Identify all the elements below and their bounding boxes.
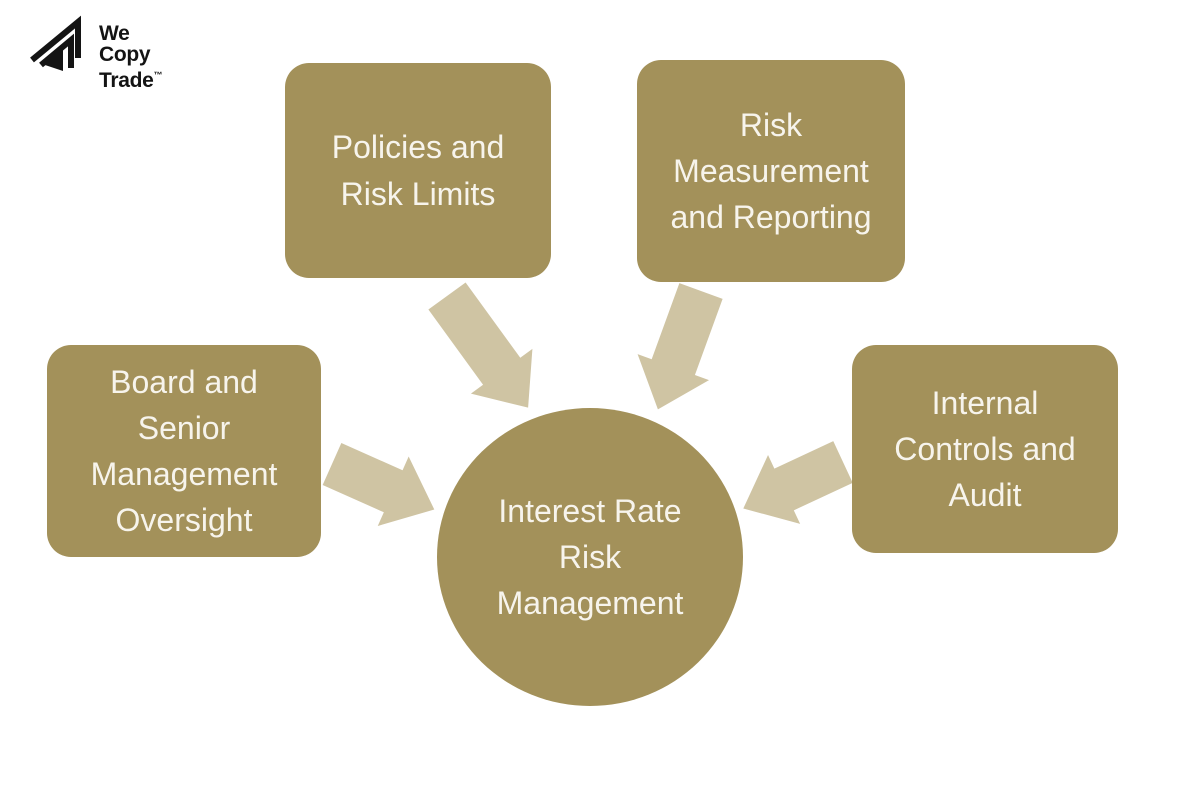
logo-word-trade: Trade™ — [99, 69, 163, 92]
logo-word-copy: Copy — [99, 43, 151, 66]
arrow-measurement-to-center — [637, 283, 723, 410]
node-internal-controls-and-audit: Internal Controls and Audit — [852, 345, 1118, 553]
node-label: Board and Senior Management Oversight — [90, 363, 278, 539]
node-board-and-senior-management-oversight: Board and Senior Management Oversight — [47, 345, 321, 557]
logo-word-we: We — [99, 22, 130, 45]
node-label: Internal Controls and Audit — [894, 384, 1076, 514]
trademark-symbol: ™ — [153, 70, 163, 80]
we-copy-trade-logo-icon — [30, 15, 81, 71]
node-risk-measurement-and-reporting: Risk Measurement and Reporting — [637, 60, 905, 282]
arrow-board-to-center — [322, 442, 435, 526]
node-label: Risk Measurement and Reporting — [670, 106, 872, 236]
node-policies-and-risk-limits: Policies and Risk Limits — [285, 63, 551, 278]
node-label: Policies and Risk Limits — [331, 129, 505, 212]
center-circle-interest-rate-risk-management: Interest Rate Risk Management — [437, 408, 743, 706]
arrow-controls-to-center — [743, 441, 853, 524]
we-copy-trade-logo: We Copy Trade™ — [28, 12, 163, 91]
arrow-policies-to-center — [428, 282, 533, 408]
we-copy-trade-logo-text: We Copy Trade™ — [99, 12, 163, 91]
center-label: Interest Rate Risk Management — [496, 492, 684, 622]
